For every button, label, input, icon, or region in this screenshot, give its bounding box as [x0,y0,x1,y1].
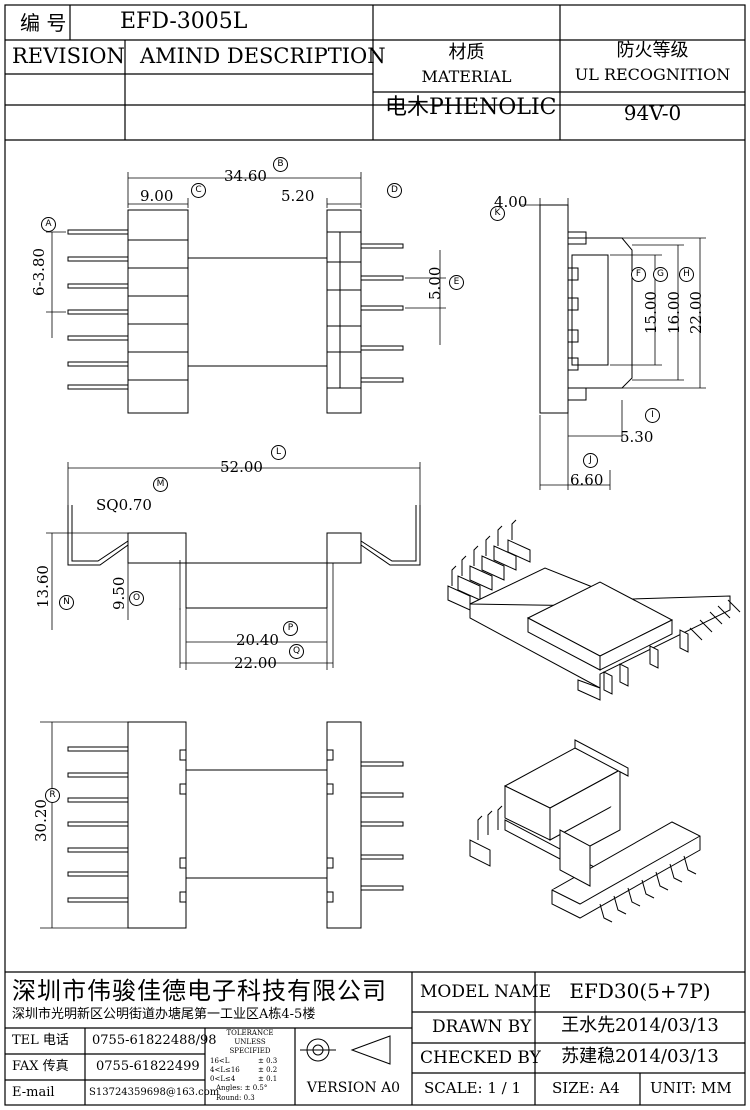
tel-value: 0755-61822488/98 [92,1033,217,1048]
tol-range-0: 16<L [210,1057,230,1065]
dim-d: 5.20 [281,187,315,205]
marker-q: Q [289,644,304,659]
material-value: 电木PHENOLIC [385,95,557,120]
ul-en: UL RECOGNITION [574,65,731,84]
marker-j: J [583,453,598,468]
marker-m: M [153,477,168,492]
company-address: 深圳市光明新区公明街道办塘尾第一工业区A栋4-5楼 [12,1007,316,1022]
revision-label: REVISION [12,44,125,68]
dim-i: 5.30 [620,428,654,446]
dim-m: SQ0.70 [96,496,152,514]
marker-d: D [387,183,402,198]
dim-c: 9.00 [140,187,174,205]
fax-label: FAX 传真 [12,1059,69,1074]
dim-l: 52.00 [220,458,263,476]
tol-round: Round: 0.3 [216,1094,255,1102]
amind-label: AMIND DESCRIPTION [140,44,386,68]
marker-i: I [645,408,660,423]
dim-f: 15.00 [642,291,660,334]
material-cn: 材质 [448,42,485,63]
marker-b: B [273,157,288,172]
tolerance-title: TOLERANCE [226,1029,274,1037]
tol-range-2: 0<L≤4 [210,1075,236,1083]
dim-b: 34.60 [224,167,267,185]
marker-c: C [191,183,206,198]
dim-g: 16.00 [665,291,683,334]
drawn-value: 王水先2014/03/13 [561,1015,719,1036]
marker-a: A [41,217,56,232]
marker-e: E [449,275,464,290]
scale-label: SCALE: 1 / 1 [424,1079,521,1097]
marker-k: K [490,206,505,221]
fax-value: 0755-61822499 [96,1059,200,1074]
ul-value: 94V-0 [623,101,682,125]
dim-o: 9.50 [110,576,128,610]
dim-n: 13.60 [34,565,52,608]
ul-cn: 防火等级 [616,40,689,61]
dim-q: 22.00 [234,654,277,672]
material-en: MATERIAL [421,67,512,86]
dim-r: 30.20 [32,799,50,842]
dim-h: 22.00 [687,291,705,334]
marker-f: F [631,267,646,282]
marker-p: P [283,621,298,636]
version-label: VERSION A0 [306,1080,401,1096]
tolerance-specified: SPECIFIED [229,1047,271,1055]
bottom-view [67,505,421,609]
model-value: EFD30(5+7P) [569,979,711,1003]
code-label: 编 号 [20,11,67,35]
tolerance-unless: UNLESS [234,1038,266,1046]
checked-value: 苏建稳2014/03/13 [561,1046,719,1067]
tol-range-1: 4<L≤16 [210,1066,240,1074]
marker-n: N [59,595,74,610]
marker-h: H [679,267,694,282]
side-view [539,204,633,414]
company-name: 深圳市伟骏佳德电子科技有限公司 [12,977,387,1005]
model-label: MODEL NAME [420,982,552,1002]
size-label: SIZE: A4 [552,1079,620,1097]
tol-val-1: ± 0.2 [258,1066,278,1074]
marker-r: R [45,788,60,803]
dim-p: 20.40 [236,631,279,649]
tol-val-2: ± 0.1 [258,1075,278,1083]
checked-label: CHECKED BY [420,1048,541,1068]
marker-g: G [653,267,668,282]
email-value: S13724359698@163.com [89,1087,220,1098]
front-view [67,209,404,414]
drawn-label: DRAWN BY [432,1017,532,1037]
dim-a: 6-3.80 [30,247,48,296]
dim-j: 6.60 [570,471,604,489]
marker-o: O [129,591,144,606]
marker-l: L [271,445,286,460]
code-value: EFD-3005L [120,9,248,34]
unit-label: UNIT: MM [650,1079,732,1097]
tol-val-0: ± 0.3 [258,1057,278,1065]
top-view [67,721,404,929]
isometric-view-upper [447,539,731,701]
projection-symbol [300,1035,391,1065]
isometric-view-lower [469,739,701,919]
tol-angles: Angles: ± 0.5° [216,1084,268,1092]
email-label: E-mail [12,1085,55,1100]
dim-k: 4.00 [494,193,528,211]
dim-e: 5.00 [426,266,444,300]
tel-label: TEL 电话 [12,1033,69,1048]
